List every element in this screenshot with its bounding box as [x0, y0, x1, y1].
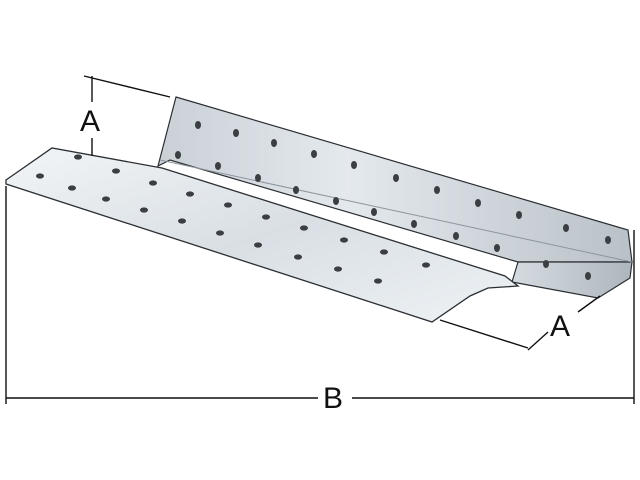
hole [149, 180, 157, 186]
hole [255, 174, 261, 182]
hole [178, 218, 186, 224]
hole [262, 214, 270, 220]
hole [371, 208, 377, 216]
dimension-lines [5, 75, 635, 404]
hole [411, 220, 417, 228]
bracket-bend-line [159, 159, 633, 263]
dim-a-right-extension [439, 319, 529, 349]
hole [271, 139, 277, 147]
hole [294, 254, 302, 260]
bracket-wall-lower [511, 261, 633, 299]
hole [215, 162, 221, 170]
hole [140, 207, 148, 213]
hole [293, 186, 299, 194]
hole [434, 186, 440, 194]
hole [585, 272, 591, 280]
hole [393, 174, 399, 182]
dim-label-b: B [323, 382, 343, 415]
bracket-base-plate [5, 147, 520, 323]
hole [216, 230, 224, 236]
wall-holes [175, 121, 611, 280]
hole [380, 249, 388, 255]
dim-label-a-right: A [550, 310, 570, 343]
hole [300, 225, 308, 231]
hole [543, 260, 549, 268]
hole [605, 236, 611, 244]
hole [112, 168, 120, 174]
dim-a-right-diagonal-high [577, 295, 601, 313]
hole [254, 242, 262, 248]
hole [422, 262, 430, 268]
hole [453, 232, 459, 240]
hole [563, 224, 569, 232]
hole [351, 161, 357, 169]
hole [374, 278, 382, 284]
hole [494, 244, 500, 252]
hole [233, 129, 239, 137]
hole [475, 199, 481, 207]
hole [516, 211, 522, 219]
hole [74, 154, 82, 160]
hole [68, 185, 76, 191]
hole [102, 196, 110, 202]
dim-a-right-diagonal-low [527, 331, 549, 351]
hole [186, 191, 194, 197]
plate-holes [36, 154, 430, 284]
hole [334, 266, 342, 272]
hole [175, 151, 181, 159]
hole [333, 197, 339, 205]
hole [36, 173, 44, 179]
dim-a-left-extension-top [83, 75, 171, 98]
hole [311, 150, 317, 158]
hole [340, 237, 348, 243]
hole [224, 202, 232, 208]
dim-label-a-left: A [80, 105, 100, 138]
hole [195, 121, 201, 129]
